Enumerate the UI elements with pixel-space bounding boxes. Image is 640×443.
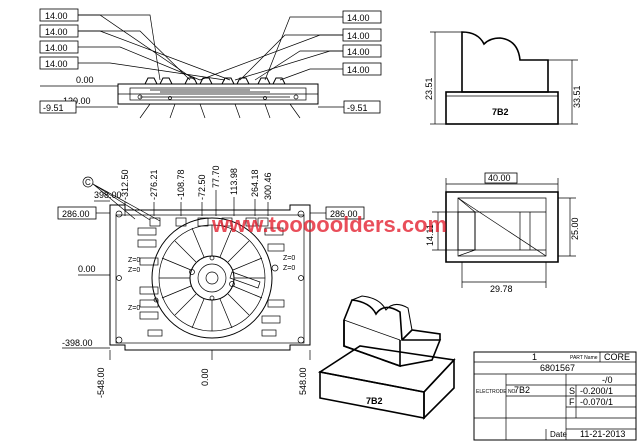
- front-right-height: 33.51: [572, 85, 582, 108]
- title-block: 1 PART Name CORE 6801567 ELECTRODE NO. 7…: [473, 351, 637, 441]
- front-part-label: 7B2: [492, 107, 509, 117]
- title-tolerance: -/0: [602, 375, 613, 385]
- title-s-label: S: [569, 386, 575, 396]
- top-left-label: 14.00: [45, 43, 68, 53]
- side-height-left: 14.11: [425, 224, 435, 246]
- callout-letter: C: [85, 178, 91, 187]
- top-left-label: 14.00: [45, 27, 68, 37]
- title-drawing-no: 6801567: [540, 363, 575, 373]
- top-left-label: 14.00: [45, 11, 68, 21]
- plan-y-label: 398.00: [94, 190, 122, 200]
- front-left-height: 23.51: [424, 77, 434, 100]
- plan-x-label: -312.50: [120, 169, 130, 200]
- z-label: Z=0: [128, 257, 140, 264]
- top-right-bottom-label: -9.51: [347, 103, 368, 113]
- plan-bottom-label: 0.00: [200, 368, 210, 386]
- title-part-name-label: PART Name: [570, 355, 598, 361]
- plan-x-label: 77.70: [211, 165, 221, 188]
- title-number: 1: [532, 352, 537, 362]
- plan-x-label: -108.78: [176, 169, 186, 200]
- plan-x-label: 300.46: [263, 172, 273, 200]
- plan-bottom-label: 548.00: [298, 367, 308, 395]
- iso-view: 7B2: [317, 295, 456, 420]
- title-electrode-no: 7B2: [514, 385, 530, 395]
- top-zero-label: 0.00: [76, 75, 94, 85]
- plan-y-label: -398.00: [62, 338, 93, 348]
- watermark: www.tooooolders.com: [211, 212, 447, 237]
- z-label: Z=0: [283, 265, 295, 272]
- plan-view: -312.50 -276.21 -108.78 -72.50 77.70 113…: [57, 165, 365, 398]
- z-label: Z=0: [283, 255, 295, 262]
- top-left-label: 14.00: [45, 59, 68, 69]
- title-s-value: -0.200/1: [580, 386, 613, 396]
- plan-bottom-label: -548.00: [96, 367, 106, 398]
- top-view: 14.00 14.00 14.00 14.00 14.00 14.00 14.0…: [39, 8, 382, 119]
- title-date-label: Date: [550, 430, 567, 439]
- top-right-label: 14.00: [347, 65, 370, 75]
- side-view: 40.00 14.11 25.00 29.78: [425, 172, 580, 294]
- front-view: 7B2 23.51 33.51: [424, 31, 582, 125]
- plan-x-label: -72.50: [197, 174, 207, 200]
- title-date-value: 11-21-2013: [580, 429, 625, 439]
- top-right-label: 14.00: [347, 13, 370, 23]
- plan-x-label: -276.21: [149, 169, 159, 200]
- top-right-label: 14.00: [347, 47, 370, 57]
- plan-y-label: 286.00: [62, 209, 90, 219]
- title-f-label: F: [569, 397, 575, 407]
- side-width-bottom: 29.78: [490, 284, 513, 294]
- title-f-value: -0.070/1: [580, 397, 613, 407]
- plan-x-label: 113.98: [229, 168, 239, 195]
- side-width-top: 40.00: [488, 173, 511, 183]
- top-left-bottom-label: -9.51: [43, 103, 64, 113]
- plan-y-label: 0.00: [78, 264, 96, 274]
- side-height-right: 25.00: [570, 217, 580, 240]
- iso-part-label: 7B2: [366, 396, 383, 406]
- plan-x-label: 264.18: [250, 169, 260, 197]
- z-label: Z=0: [128, 305, 140, 312]
- plan-y-label-right: 286.00: [330, 209, 358, 219]
- title-electrode-label: ELECTRODE NO.: [476, 389, 517, 395]
- top-right-label: 14.00: [347, 31, 370, 41]
- title-part-name: CORE: [604, 352, 630, 362]
- z-label: Z=0: [128, 267, 140, 274]
